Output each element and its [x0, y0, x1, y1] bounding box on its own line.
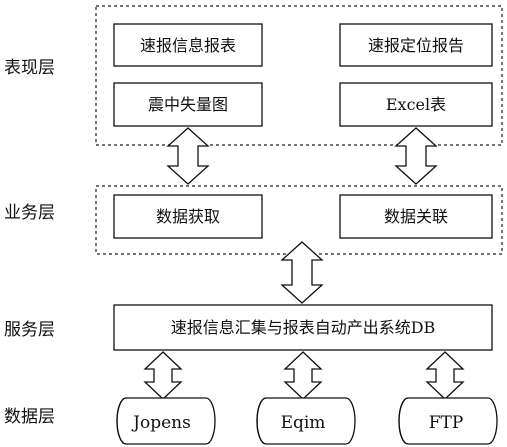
presentation-box-realtime-report-label: 速报信息报表 — [140, 36, 236, 55]
business-box-data-acquisition — [113, 194, 263, 239]
database-ftp-label: FTP — [429, 413, 464, 433]
layer-label-service: 服务层 — [4, 320, 55, 340]
presentation-box-realtime-report — [113, 23, 263, 67]
presentation-box-excel-table-label: Excel表 — [386, 95, 446, 114]
double-arrow-presentation-right — [394, 127, 438, 185]
double-arrow-business-service — [280, 241, 324, 304]
presentation-box-location-report-label: 速报定位报告 — [368, 36, 464, 55]
service-layer-box-label: 速报信息汇集与报表自动产出系统DB — [171, 318, 436, 337]
presentation-box-excel-table — [339, 82, 493, 127]
database-eqim-label: Eqim — [281, 413, 326, 433]
business-box-data-association-label: 数据关联 — [384, 207, 448, 226]
layer-label-presentation: 表现层 — [4, 58, 55, 78]
business-layer-container — [95, 185, 503, 255]
presentation-box-epicenter-map — [113, 82, 263, 127]
double-arrow-service-jopens — [143, 351, 183, 400]
double-arrow-service-ftp — [425, 351, 465, 400]
layer-label-business: 业务层 — [4, 203, 55, 223]
double-arrow-presentation-left — [166, 127, 210, 185]
double-arrow-service-eqim — [283, 351, 323, 400]
presentation-layer-container — [95, 5, 503, 146]
presentation-box-epicenter-map-label: 震中失量图 — [148, 95, 228, 114]
business-box-data-association — [339, 194, 493, 239]
layer-label-data: 数据层 — [4, 407, 55, 427]
database-jopens-label: Jopens — [131, 413, 191, 433]
business-box-data-acquisition-label: 数据获取 — [156, 207, 220, 226]
presentation-box-location-report — [339, 23, 493, 67]
database-ftp: FTP — [398, 397, 498, 445]
database-eqim: Eqim — [256, 397, 356, 445]
service-layer-box — [113, 304, 493, 351]
database-jopens: Jopens — [116, 397, 216, 445]
